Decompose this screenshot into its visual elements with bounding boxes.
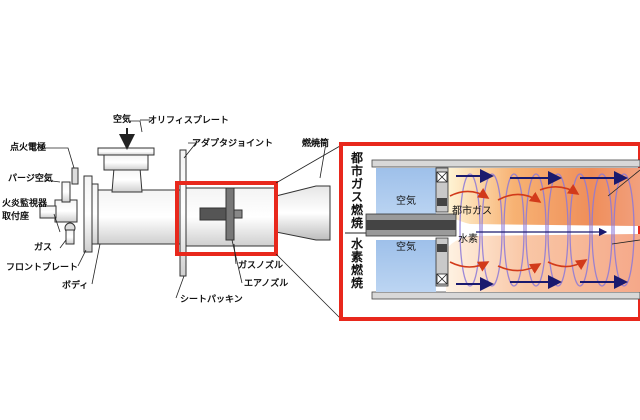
hydrogen_combustion-char: 焼 [351,275,363,290]
city_gas_combustion-char: ガ [351,176,363,191]
label-combustion-tube: 燃焼筒 [302,137,329,149]
right-leader-bottom [611,239,640,245]
label-city-gas: 都市ガス [452,204,492,217]
hydrogen_combustion-char: 水 [351,236,364,251]
front-plate-flange [91,183,99,245]
label-gas: ガス [34,241,52,253]
air-zone-upper [376,168,436,218]
label-air-nozzle: エアノズル [244,277,288,289]
gas-nozzle-tip [233,209,243,219]
label-hydrogen: 水素 [458,232,478,245]
gas-fitting-block [54,199,78,223]
orifice-plate [97,147,155,156]
label-ignition-electrode: 点火電極 [10,141,46,153]
flow-arrows [449,169,628,291]
label-front-plate: フロントプレート [6,261,78,273]
city_gas_combustion-char: 市 [351,163,363,178]
city_gas_combustion-char: 焼 [351,215,363,230]
city_gas_combustion-char: ス [351,190,363,204]
swirl-ellipse [525,173,547,287]
label-gas-nozzle: ガスノズル [238,259,283,271]
label-air-lower: 空気 [396,240,416,253]
label-flame-monitor-2: 取付座 [2,210,29,222]
swirl-ellipse [459,173,481,287]
flame-monitor-mount [39,205,57,219]
label-orifice-plate: オリフィスプレート [148,114,229,126]
air-nozzle-plate [225,187,235,241]
hydrogen_combustion-char: 素 [351,249,363,264]
air-inlet-pipe [103,154,149,171]
label-body: ボディ [62,279,88,291]
nozzle-block-lower [435,237,449,287]
gas-nozzle [199,207,227,221]
combustion-tube [275,185,331,241]
city_gas_combustion-char: 都 [350,150,363,165]
ignition-electrode [71,167,79,185]
swirl-ellipse [569,173,591,287]
label-flame-monitor-1: 火炎監視器 [2,197,48,209]
right-leader-top [607,169,640,197]
swirl-ellipse [503,173,525,287]
label-adapter-joint: アダプタジョイント [192,137,273,149]
zoom-line-top [275,145,341,184]
adapter-joint [179,149,187,277]
air-zone-lower [376,240,436,292]
swirl-ellipse [591,173,613,287]
zoom-line-bottom [275,253,341,319]
gas-lance-core [366,220,456,230]
burner-body [97,189,181,245]
air-inlet-neck [111,167,143,193]
label-air-top: 空気 [113,113,131,125]
city_gas_combustion-char: 燃 [351,202,364,217]
hydrogen_combustion-char: 燃 [351,262,364,277]
detail-highlight-frame [175,181,278,256]
label-air-upper: 空気 [396,194,416,207]
label-purge-air: パージ空気 [8,172,53,184]
tube-wall-bottom [371,291,640,300]
flame-upper [446,168,640,226]
burner-assembly: 空気 オリフィスプレート 点火電極 アダプタジョイント パージ空気 燃焼筒 火炎… [2,113,341,319]
purge-air-pipe [61,181,71,203]
tube-wall-top [371,159,640,168]
flame-lower [446,234,640,292]
nozzle-block-upper [435,167,449,213]
front-plate [83,175,93,253]
label-sheet-packing: シートパッキン [180,293,243,305]
leader-lines [40,119,327,299]
gas-inlet-pipe [65,229,75,245]
